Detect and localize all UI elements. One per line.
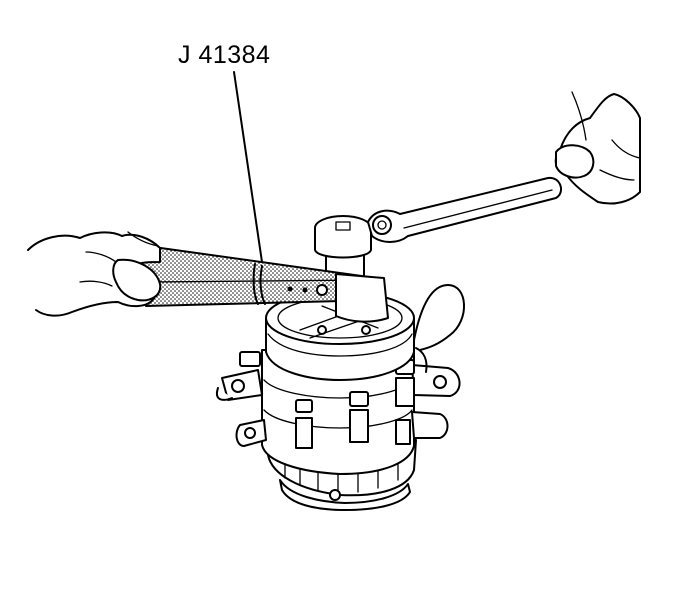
spanner-tool [131,176,563,323]
bolt-icon [239,351,415,449]
callout-leader-line [233,71,263,263]
left-hand [27,231,162,317]
tool-number-callout: J 41384 [178,41,271,69]
compressor-body [216,284,465,511]
right-hand [554,91,641,205]
